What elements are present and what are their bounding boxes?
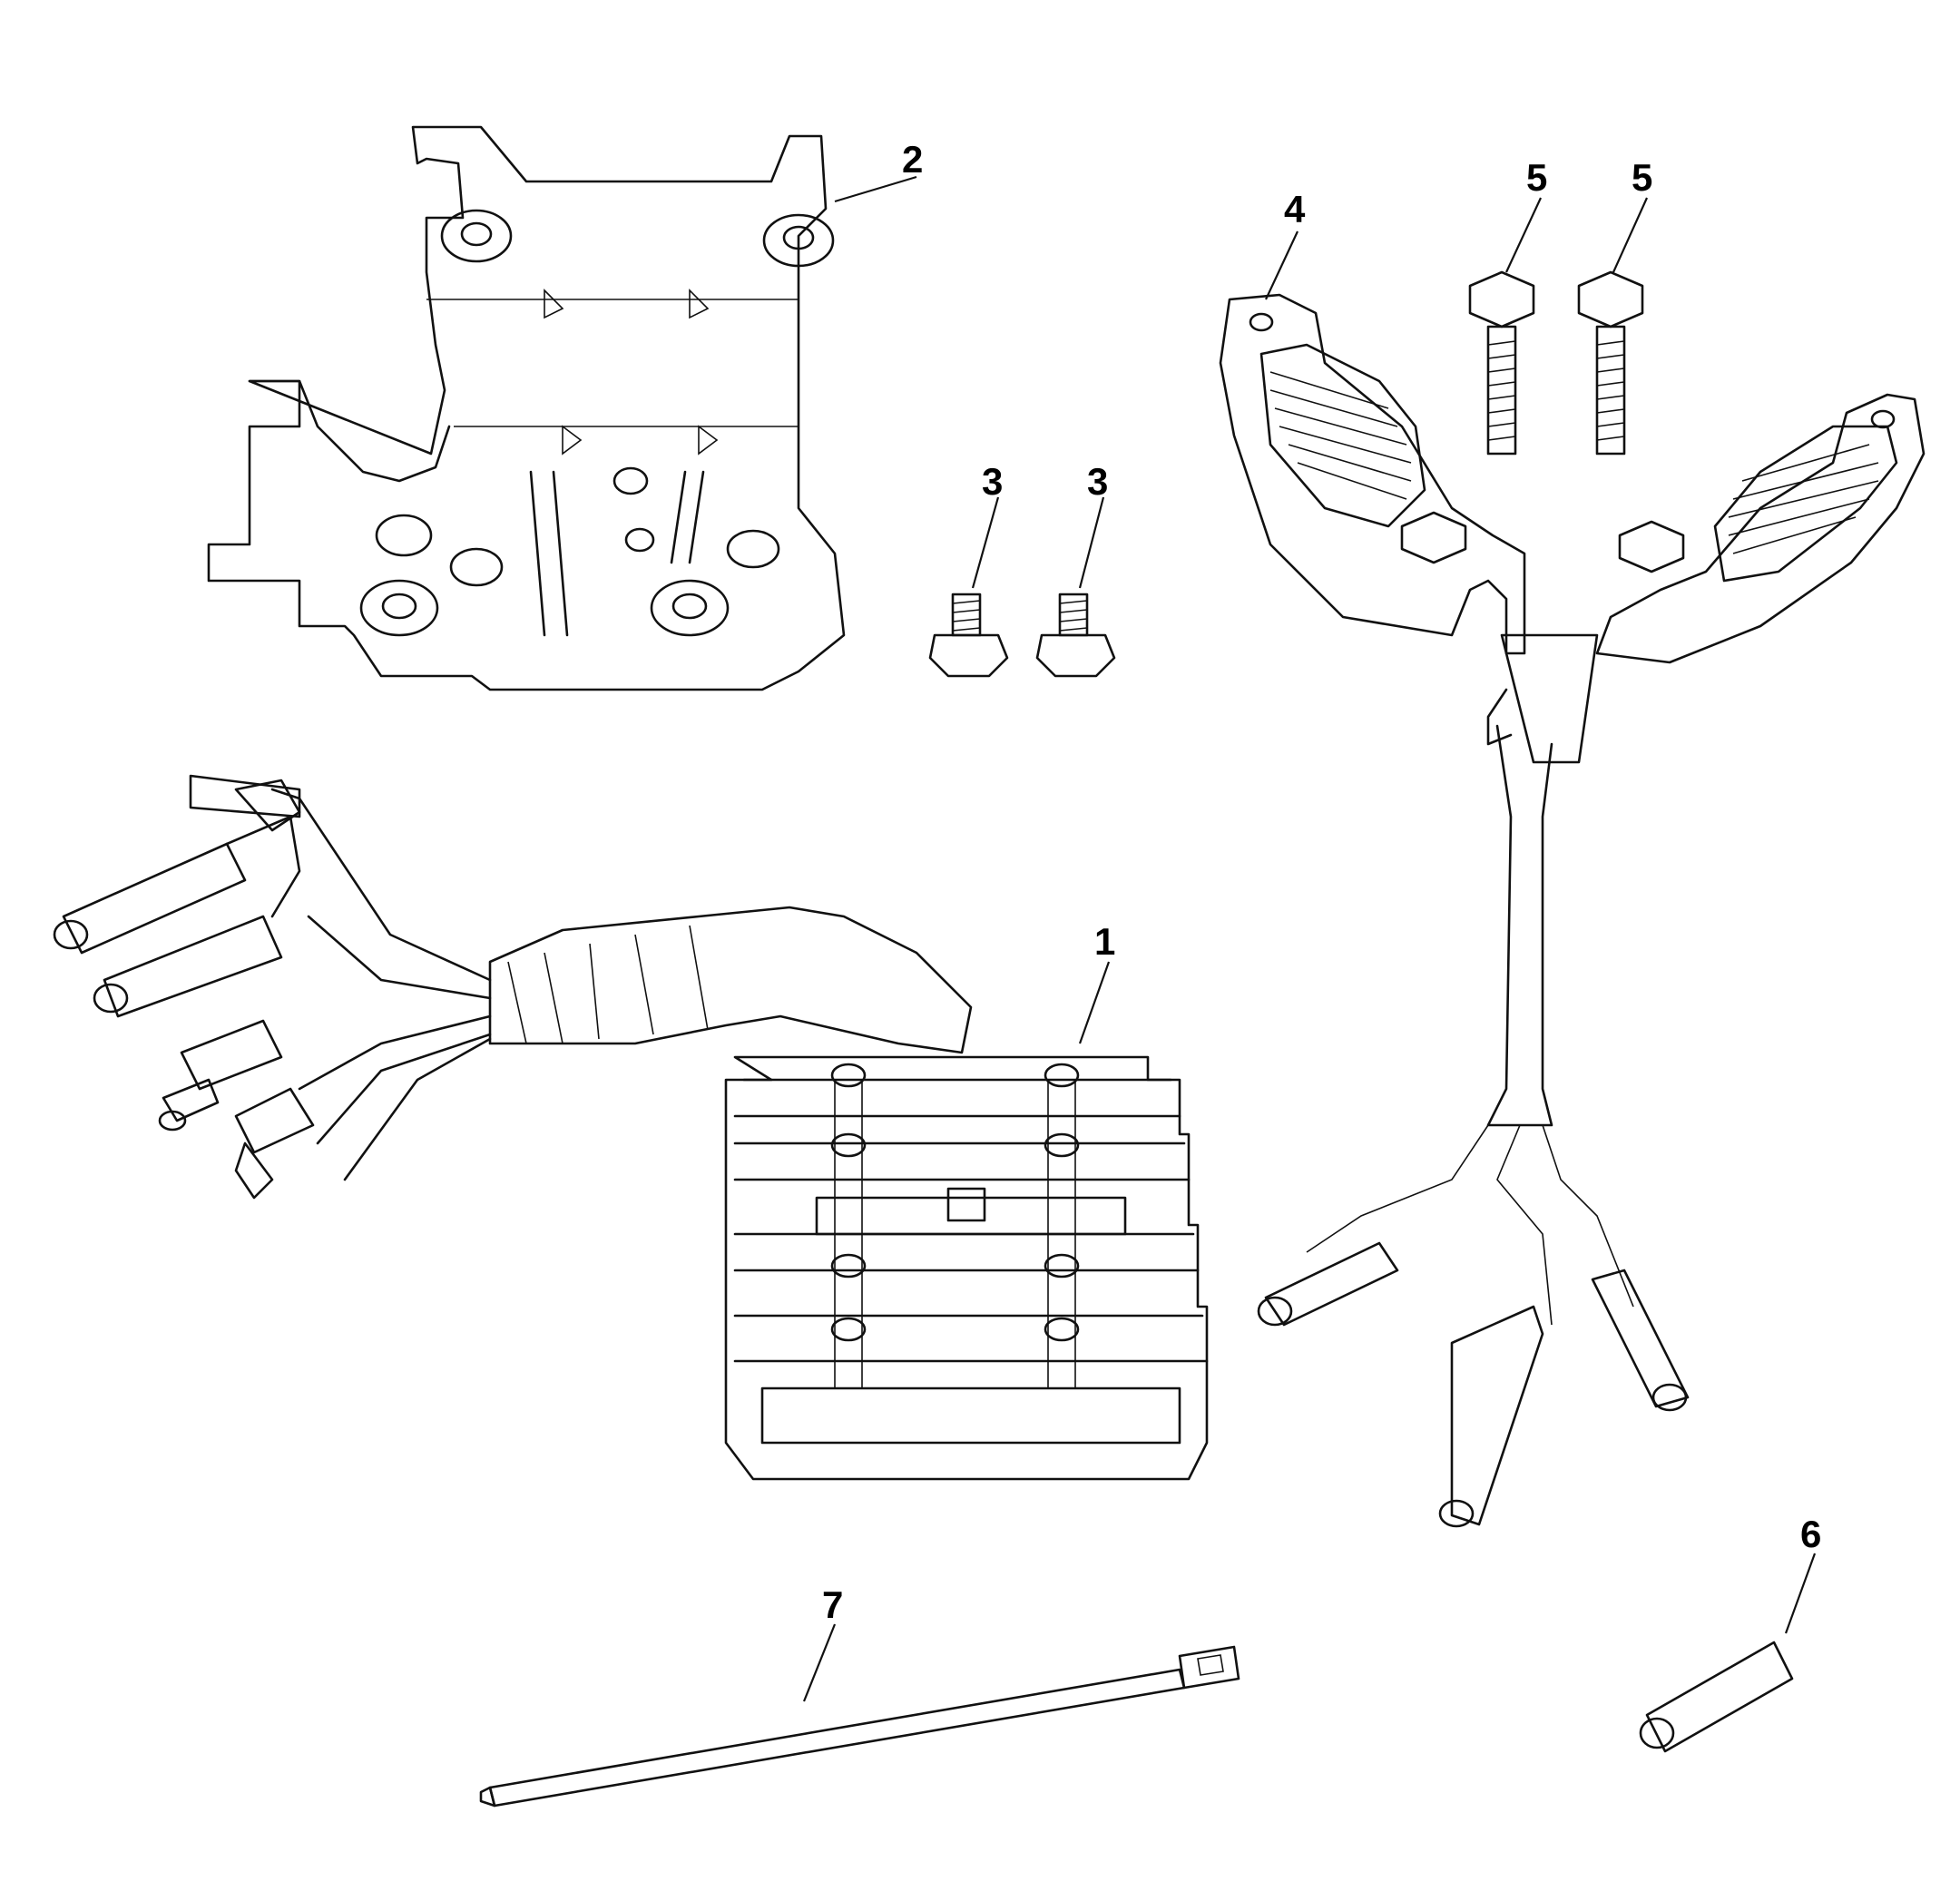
callout-3-right: 3	[1087, 460, 1108, 503]
callout-1: 1	[1094, 920, 1115, 963]
insulation-sleeve	[1639, 1641, 1794, 1753]
rectifier-regulator	[724, 1055, 1209, 1481]
leader-lines	[802, 175, 1817, 1702]
short-bolt-left	[928, 593, 1009, 678]
short-bolt-right	[1035, 593, 1116, 678]
mounting-bracket	[207, 125, 846, 691]
charge-coil-assembly	[1219, 293, 1926, 1528]
long-bolt-right	[1577, 270, 1644, 456]
rectifier-wire-harness	[53, 774, 973, 1200]
long-bolt-left	[1468, 270, 1535, 456]
callout-2: 2	[902, 138, 923, 181]
callout-7: 7	[822, 1583, 843, 1626]
callout-4: 4	[1284, 188, 1306, 230]
callout-5-right: 5	[1632, 156, 1652, 199]
callout-5-left: 5	[1526, 156, 1547, 199]
callout-6: 6	[1800, 1513, 1821, 1555]
cable-tie	[479, 1645, 1240, 1808]
callout-3-left: 3	[982, 460, 1003, 503]
